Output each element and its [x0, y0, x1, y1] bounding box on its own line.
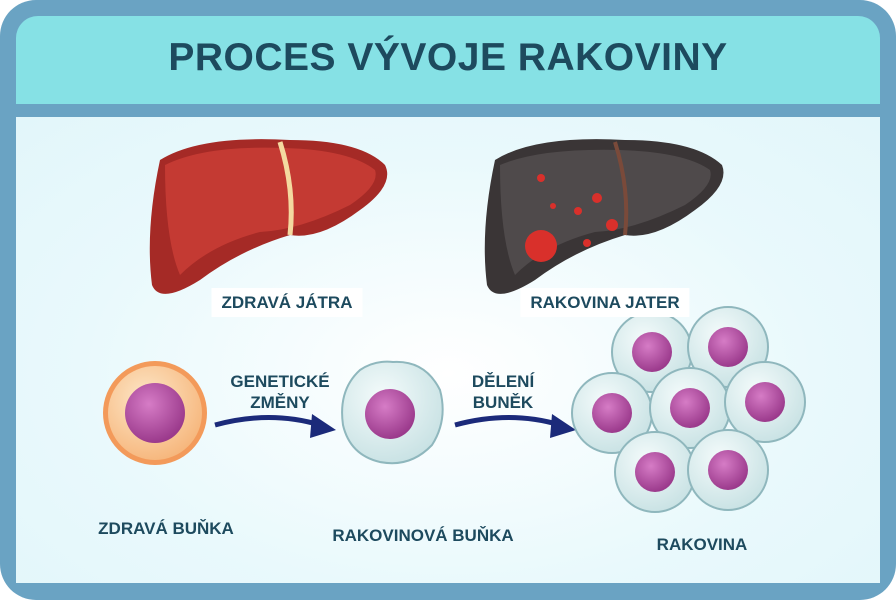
- cluster-nucleus: [708, 327, 748, 367]
- cancer-liver-label: RAKOVINA JATER: [520, 288, 690, 317]
- cancer-cell-label: RAKOVINOVÁ BUŇKA: [332, 526, 514, 545]
- cancer-cell-icon: [341, 360, 444, 465]
- cancer-label: RAKOVINA: [656, 535, 748, 554]
- cluster-nucleus: [708, 450, 748, 490]
- healthy-liver-icon: [149, 139, 388, 294]
- cluster-nucleus: [635, 452, 675, 492]
- cell-division-line2: BUNĚK: [472, 393, 534, 412]
- cluster-nucleus: [670, 388, 710, 428]
- healthy-cell-icon: [103, 361, 207, 465]
- cluster-nucleus: [592, 393, 632, 433]
- arrowhead-icon: [310, 414, 576, 438]
- cluster-nucleus: [745, 382, 785, 422]
- genetic-changes-label: GENETICKÉ ZMĚNY: [230, 371, 329, 413]
- cluster-nucleus: [632, 332, 672, 372]
- cell-division-line1: DĚLENÍ: [471, 372, 535, 391]
- genetic-changes-line1: GENETICKÉ: [230, 372, 330, 391]
- healthy-liver-label: ZDRAVÁ JÁTRA: [211, 288, 363, 317]
- healthy-cell-label: ZDRAVÁ BUŇKA: [98, 519, 234, 538]
- header: PROCES VÝVOJE RAKOVINY: [16, 16, 880, 104]
- arrow-icon: [214, 415, 561, 428]
- cancer-cluster-icon: [571, 306, 806, 513]
- page-title: PROCES VÝVOJE RAKOVINY: [168, 36, 728, 79]
- cell-division-label: DĚLENÍ BUNĚK: [472, 371, 534, 413]
- genetic-changes-line2: ZMĚNY: [250, 393, 310, 412]
- cancer-liver-icon: [484, 139, 724, 294]
